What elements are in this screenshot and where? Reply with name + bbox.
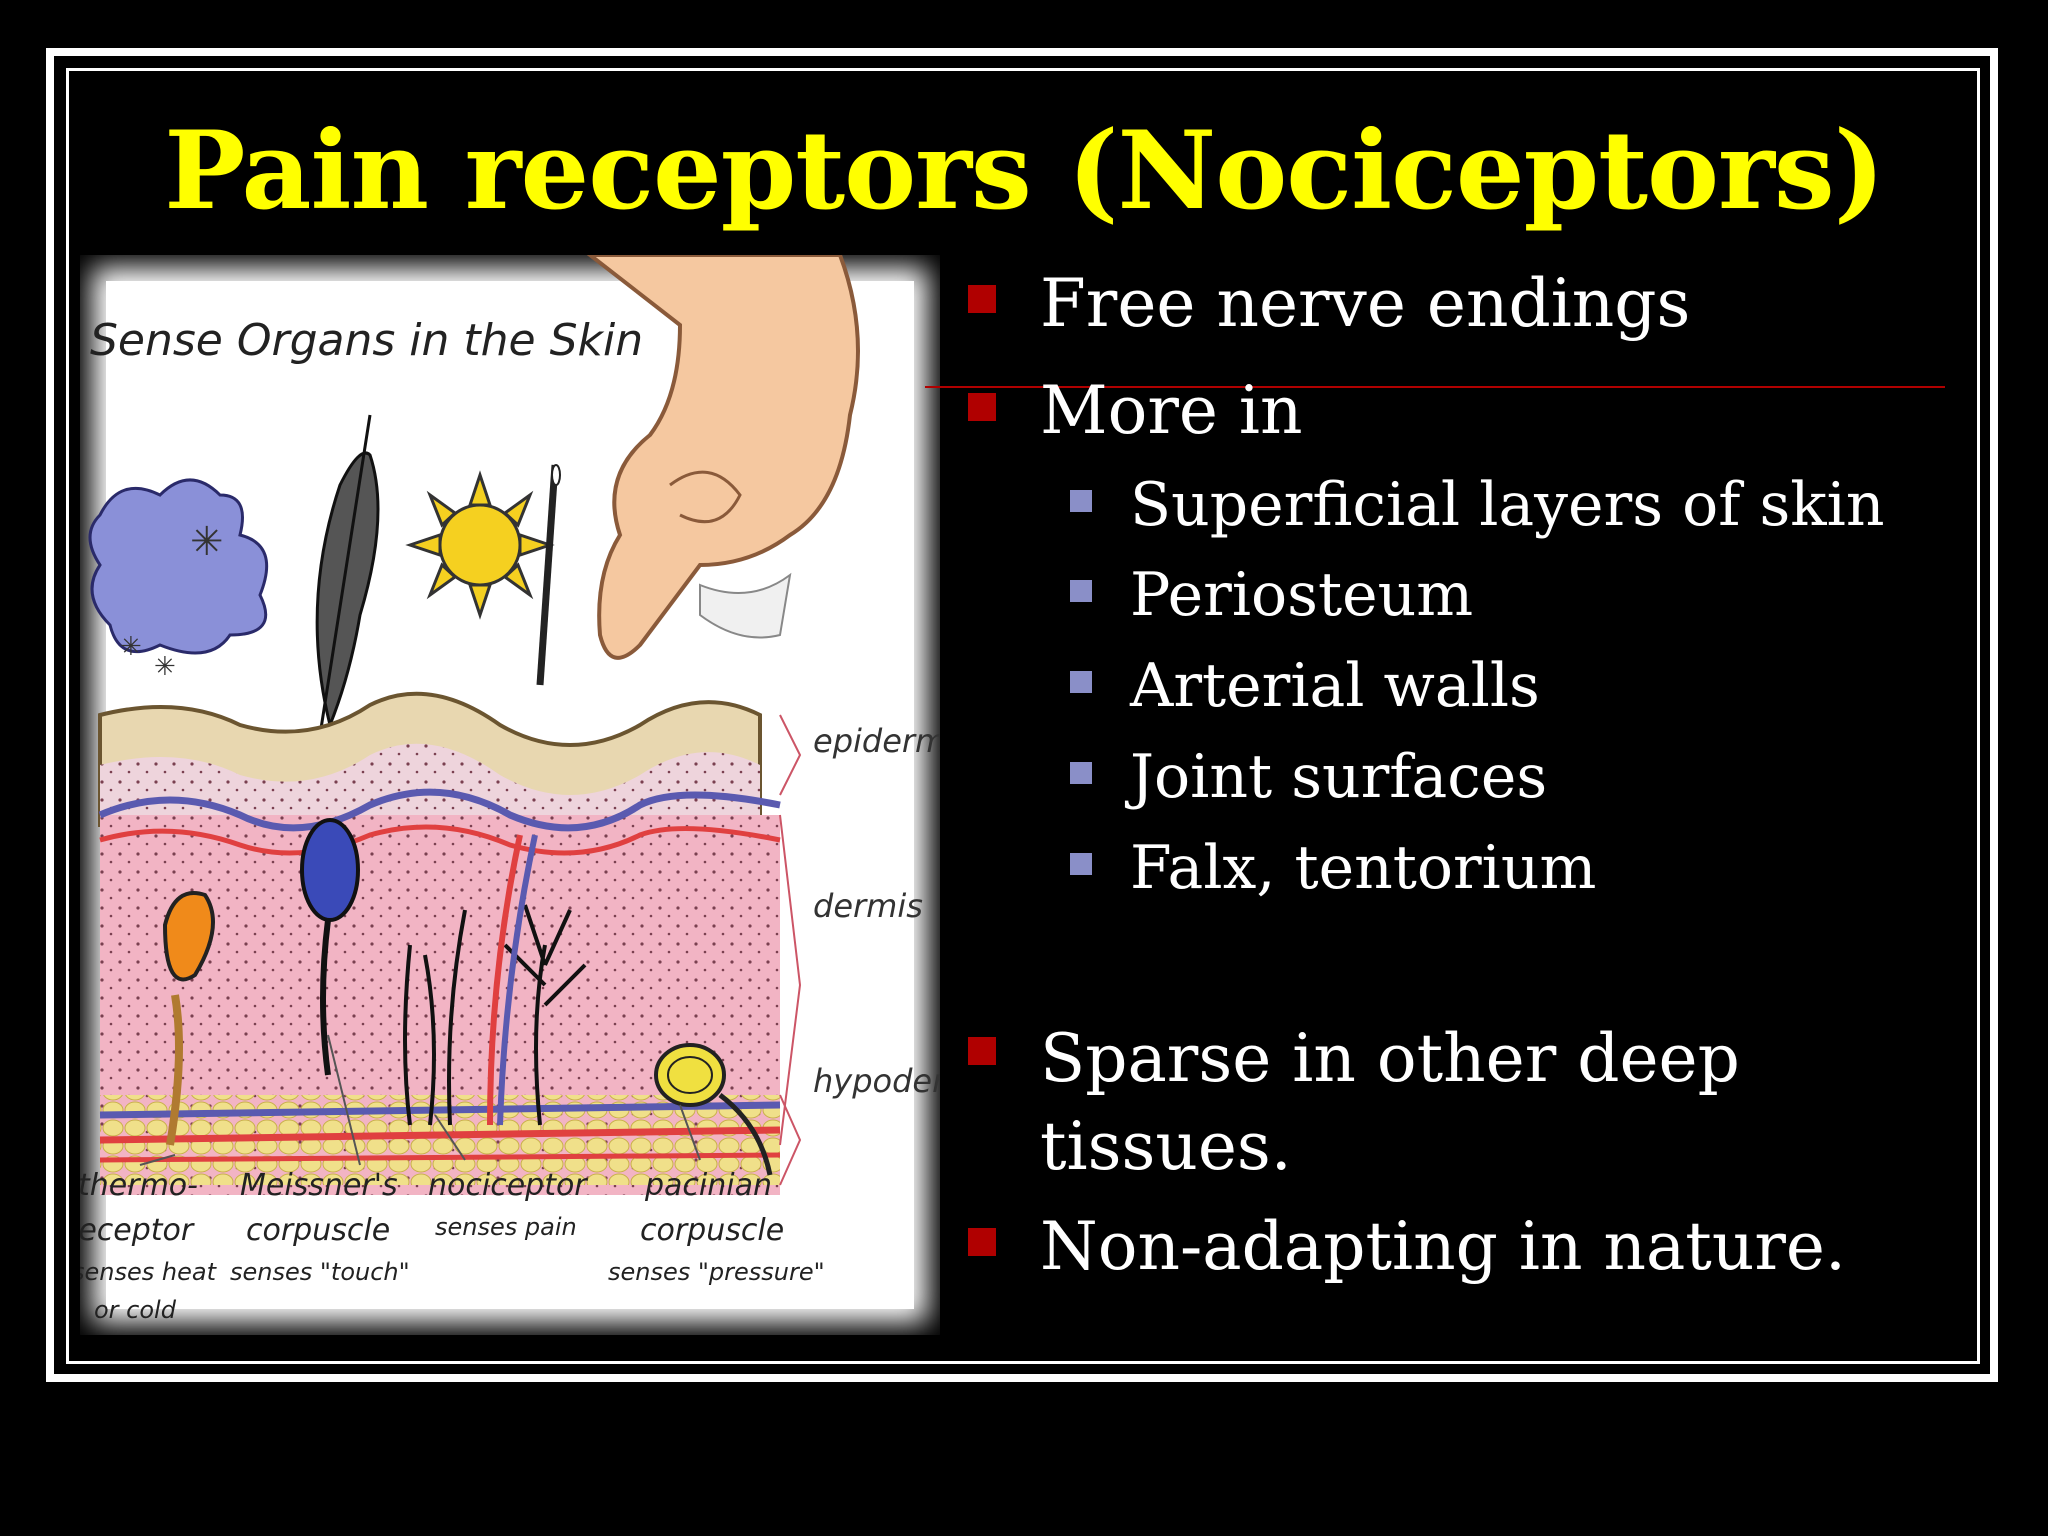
sun-icon [405,470,555,620]
sub-bullet-marker [1070,490,1092,512]
feather-icon [315,414,380,736]
blood-vessel-icon [487,834,538,1126]
slide-title: Pain receptors (Nociceptors) [164,108,1885,234]
slide-frame-inner [66,68,1980,1364]
label-meissner-3: senses "touch" [230,1258,410,1286]
pacinian-corpuscle-icon [654,1043,773,1176]
label-dermis: dermis [813,887,923,925]
nociceptor-icon [403,904,587,1126]
sub-bullet-superficial-skin: Superficial layers of skin [1130,470,1885,540]
label-meissner-1: Meissner's [240,1168,398,1203]
bullet-marker [968,393,996,421]
label-meissner-2: corpuscle [246,1213,390,1248]
bullet-marker [968,1228,996,1256]
svg-text:✳: ✳ [154,652,176,682]
svg-text:✳: ✳ [120,632,142,662]
bullet-non-adapting: Non-adapting in nature. [1040,1208,1846,1285]
label-pacinian-3: senses "pressure" [608,1258,825,1286]
label-thermo-1: thermo- [80,1168,198,1203]
sub-bullet-arterial-walls: Arterial walls [1130,651,1540,721]
svg-text:✳: ✳ [190,519,224,565]
sub-bullet-marker [1070,853,1092,875]
sub-bullet-periosteum: Periosteum [1130,560,1474,630]
bullet-more-in: More in [1040,372,1303,449]
bullet-sparse-deep-tissues-cont: tissues. [1040,1108,1292,1185]
sub-bullet-marker [1070,762,1092,784]
cold-cloud-icon: ✳ ✳ ✳ [88,478,269,682]
needle-icon [536,464,561,686]
thermoreceptor-icon [162,891,215,1146]
sub-bullet-joint-surfaces: Joint surfaces [1130,742,1548,812]
bullet-marker [968,285,996,313]
bullet-marker [968,1037,996,1065]
sub-bullet-marker [1070,580,1092,602]
label-thermo-2: receptor [80,1213,195,1248]
label-nociceptor-1: nociceptor [428,1168,588,1203]
bullet-sparse-deep-tissues: Sparse in other deep [1040,1020,1740,1097]
label-nociceptor-2: senses pain [435,1213,577,1241]
label-hypodermis: hypodermis [813,1062,940,1100]
label-epidermis: epidermis [813,722,940,760]
sub-bullet-marker [1070,671,1092,693]
label-thermo-3: senses heat [80,1258,218,1286]
sub-bullet-falx-tentorium: Falx, tentorium [1130,833,1597,903]
label-pacinian-2: corpuscle [640,1213,784,1248]
slide-frame-outer [46,48,1998,1382]
label-pacinian-1: pacinian [644,1168,772,1203]
label-thermo-4: or cold [94,1296,177,1324]
hand-icon [586,255,860,660]
figure-heading: Sense Organs in the Skin [90,315,643,366]
bullet-free-nerve-endings: Free nerve endings [1040,265,1691,342]
meissner-corpuscle-icon [300,818,360,1076]
divider-line [925,386,1945,388]
skin-sense-organs-figure: Sense Organs in the Skin ✳ ✳ ✳ [80,255,940,1324]
